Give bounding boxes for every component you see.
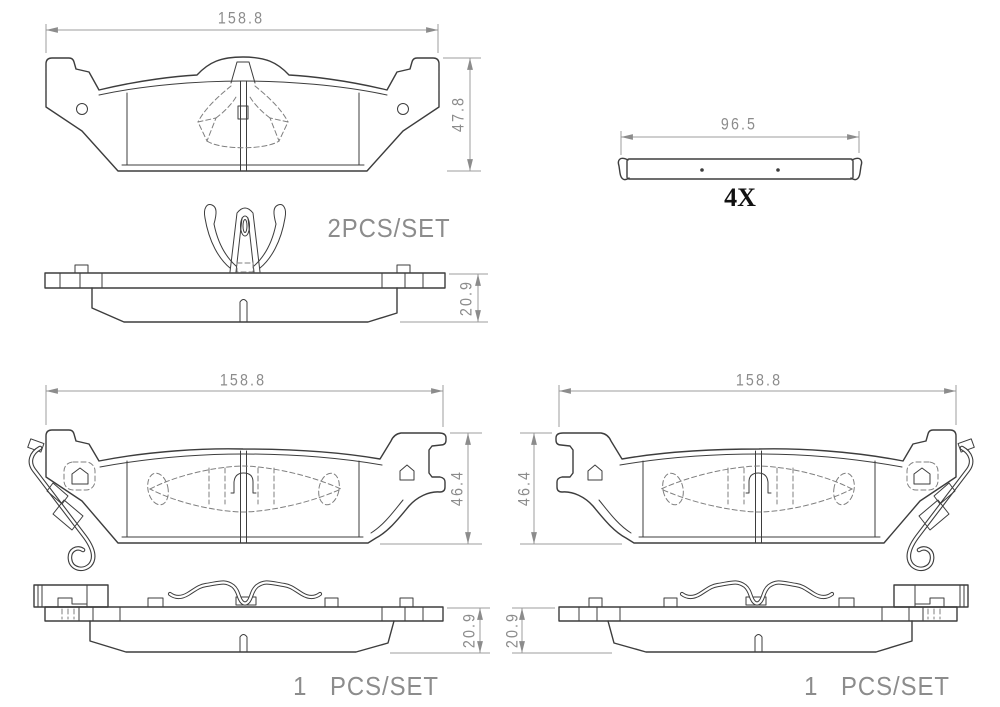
shim-rivet-right (776, 168, 780, 172)
retainer-clip-view (204, 204, 286, 273)
label-pad-assembly-set: 2PCS/SET (327, 213, 451, 243)
dim-pad-left-height: 46.4 (447, 469, 467, 507)
shim-rivet-left (700, 168, 704, 172)
dim-pad-assembly-thickness: 20.9 (456, 279, 476, 317)
hidden-ear-hole (63, 461, 96, 491)
center-spring-arch (230, 472, 257, 494)
wear-indicator-top-view (33, 584, 109, 620)
hidden-shim-outline (147, 465, 343, 513)
pad-assembly-top-view (44, 262, 446, 323)
label-shim-quantity: 4X (724, 183, 756, 212)
shim-view (617, 157, 863, 181)
dim-pad-right-height: 46.4 (514, 469, 534, 507)
pad-left-top-view (33, 580, 444, 653)
dimensions-pad-left (45, 385, 490, 654)
dimensions-pad-assembly (45, 24, 488, 323)
pad-left-views (27, 385, 490, 654)
dim-pad-assembly-height: 47.8 (448, 95, 468, 133)
dim-shim-width: 96.5 (720, 114, 758, 134)
ear-hole-pentagon (399, 464, 415, 481)
pad-right-views (512, 385, 974, 653)
dim-pad-assembly-width: 158.8 (217, 8, 265, 28)
label-pad-right-set: 1 PCS/SET (804, 671, 950, 701)
pad-left-front-view (27, 429, 447, 572)
dim-pad-right-thickness: 20.9 (502, 611, 522, 649)
dimensions-shim (620, 131, 860, 155)
pad-assembly-front-view (45, 56, 440, 172)
hidden-clip-outline (197, 85, 289, 149)
clip-tip (230, 61, 256, 84)
ear-hole-right (397, 103, 409, 115)
dim-pad-right-width: 158.8 (735, 370, 783, 390)
dim-pad-left-thickness: 20.9 (459, 611, 479, 649)
center-slot-detail (237, 105, 249, 120)
label-pad-left-set: 1 PCS/SET (293, 671, 439, 701)
ear-hole-left (76, 103, 88, 115)
wear-indicator (27, 438, 96, 572)
dim-pad-left-width: 158.8 (219, 370, 267, 390)
anti-rattle-spring (167, 580, 323, 606)
